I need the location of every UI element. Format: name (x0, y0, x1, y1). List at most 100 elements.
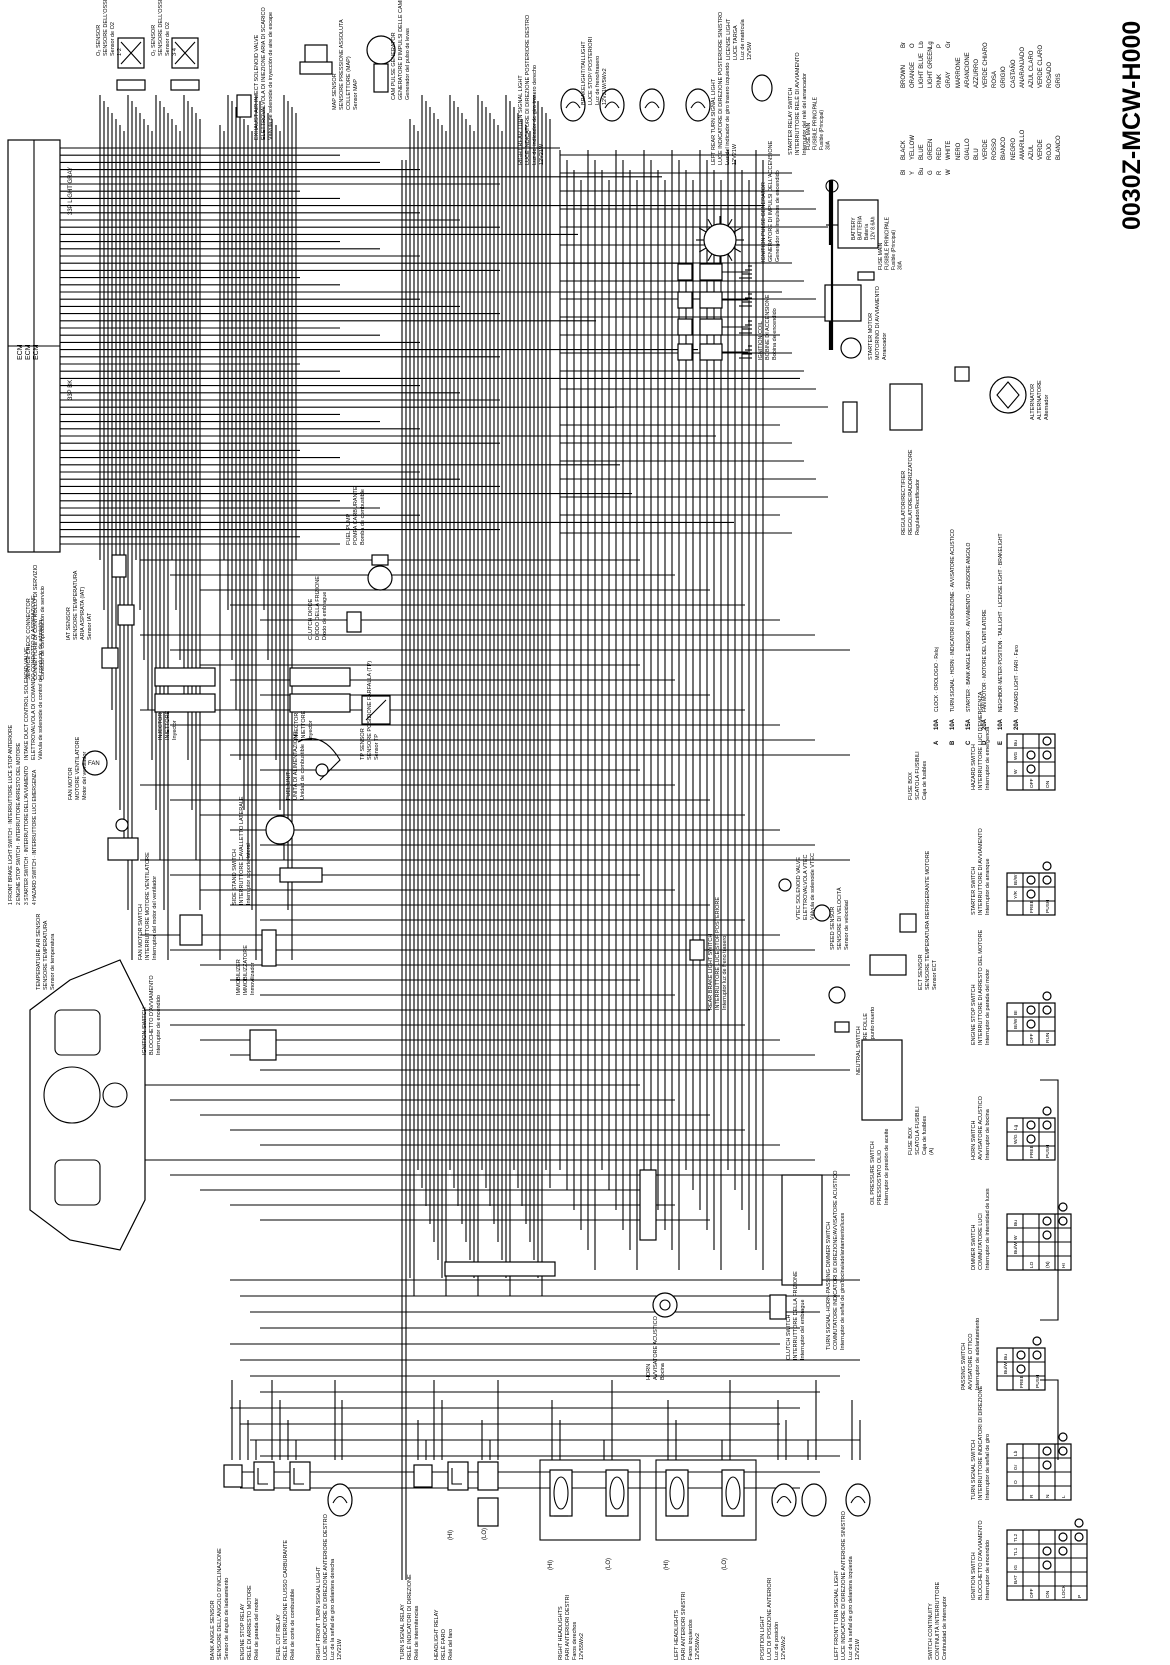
right-rear-turn-label-line-2: Luz del indicador de giro trasero derech… (532, 65, 538, 165)
right-front-turn-label-0: RIGHT FRONT TURN SIGNAL LIGHT (316, 1566, 322, 1660)
battery-label-line-0: BATTERY (851, 217, 857, 240)
color-key-a-code-2: Bu (919, 168, 925, 175)
color-key-b-code-5: Gr (946, 41, 952, 48)
brake-tail-label-line-2: Luz de freno/trasero (595, 56, 601, 105)
fuse-box-b-label-line-1: SCATOLA FUSIBILI (915, 1106, 921, 1155)
color-key-a-en-5: WHITE (946, 141, 952, 160)
ignition-coil-label-line-2: Bobina de encendido (772, 308, 778, 360)
headlight-relay-label-0: HEADLIGHT RELAY (434, 1609, 440, 1660)
ect-sensor-label-line-0: ECT SENSOR (918, 954, 924, 990)
turn-relay-label-1: RELÈ INDICATORI DI DIREZIONE (406, 1574, 413, 1660)
color-key-a-es-3: VERDE (1038, 139, 1044, 160)
right-rear-turn-label-line-0: RIGHT REAR TURN SIGNAL LIGHT (518, 75, 524, 165)
switch-state-4-1: (N) (1045, 1261, 1051, 1268)
ignition-pulse-label-line-0: IGNITION PULSE GENERATOR (761, 182, 767, 262)
switch-col-6-1: Gr (1013, 1464, 1019, 1470)
injector-b-label-line-0: INJECTOR (294, 713, 300, 740)
fuel-unit-label-line-1: UNITÀ DI ALIMENTAZIONE (292, 731, 299, 800)
position-light-label-0: POSITION LIGHT (760, 1615, 766, 1660)
starter-motor-label-line-2: Arrancador (882, 333, 888, 360)
side-note-2: 3 STARTER SWITCH · INTERRUTTORE DELL'AVV… (24, 766, 30, 905)
central-connector (444, 1169, 657, 1277)
right-headlight-label-0: RIGHT HEADLIGHTS (558, 1606, 564, 1660)
switch-name-5-0: PASSING SWITCH (961, 1343, 967, 1390)
map-sensor-label-line-0: MAP SENSOR (332, 73, 338, 110)
fuse-box-b-label-line-2: Caja de fusibles (922, 1116, 928, 1155)
temp-sensor-label-line-2: Sensor de temperatura (50, 933, 56, 990)
fuse-box-b-label-line-0: FUSE BOX (908, 1127, 914, 1155)
fan-motor-label-line-0: FAN MOTOR (68, 767, 74, 800)
side-note-0: 1 FRONT BRAKE LIGHT SWITCH · INTERRUTTOR… (8, 724, 14, 905)
ect-sensor-label-line-1: SENSORE TEMPERATURA REFRIGERANTE MOTORE (925, 850, 931, 990)
headlight-relay-label-2: Relé del faro (448, 1629, 454, 1660)
bank-angle-label-1: SENSORE DELL'ANGOLO D'INCLINAZIONE (217, 1548, 223, 1660)
switch-col-4-1: W (1013, 1235, 1019, 1240)
battery-label-line-3: 12V 8.6Ah (871, 216, 877, 240)
switch-state-6-1: N (1045, 1494, 1051, 1498)
switch-name-0-1: INTERRUTTORE LUCI D'EMERGENZA (978, 691, 984, 790)
ect-sensor-label-line-2: Sensor ECT (932, 959, 938, 990)
clutch-switch-label-line-1: INTERRUTTORE DELLA FRIZIONE (793, 1271, 799, 1360)
iat-sensor-label-line-1: SENSORE TEMPERATURA (73, 570, 79, 640)
switch-col-4-0: Bu/W (1013, 1242, 1019, 1254)
right-front-turn-label-1: LUCE INDICATORE DI DIREZIONE ANTERIORE D… (323, 1513, 329, 1660)
cam-pulse-label-line-0: CAM PULSE GENERATOR (391, 32, 397, 100)
right-front-turn-label-2: Luz de la señal de giro delantera derech… (330, 1558, 336, 1660)
battery-label-line-1: BATTERIA (858, 215, 864, 240)
fuse-main-a-label-line-0: FUSE MAIN (878, 242, 884, 270)
horn-label-line-0: HORN (646, 1364, 652, 1380)
switch-name-5-2: Interruptor de adelantamiento (975, 1318, 981, 1390)
left-front-turn-label-1: LUCE INDICATORE DI DIREZIONE ANTERIORE S… (841, 1510, 847, 1660)
switch-col-2-1: BI (1013, 1010, 1019, 1015)
fuse-main-b-label-line-3: 30A (826, 140, 832, 150)
color-key-a-code-1: Y (910, 171, 916, 175)
o2-sensor-b-label-line-0: O₂ SENSOR (151, 25, 157, 56)
fuel-pump-label-line-1: POMPA CARBURANTE (353, 486, 359, 545)
left-rear-turn-label-line-2: Luz del indicador de giro trasero izquie… (725, 63, 731, 165)
left-headlight-label-2: Faros izquierdos (688, 1619, 694, 1660)
speed-sensor-label-line-1: SENSORE DI VELOCITÀ (836, 887, 843, 950)
ignition-pulse-label-line-2: Generador de impulsos de encendido (775, 170, 781, 262)
regulator-label-line-1: REGOLATORE/RADDRIZZATORE (908, 449, 914, 535)
color-key-b-code-2: Lb (919, 41, 925, 48)
color-key-a-es-4: ROJO (1047, 143, 1053, 160)
fuse-row-amp-5: 20A (1014, 718, 1020, 730)
fuse-row-label-2: STARTER · BANK ANGLE SENSOR · AVVIAMENTO… (966, 542, 972, 712)
color-key-b-es-5: GRIS (1056, 73, 1062, 88)
color-key-a-it-4: ROSSO (992, 138, 998, 160)
switch-col-1-1: BI/W (1013, 874, 1019, 885)
temperature-gauge-sensor (107, 818, 139, 861)
o2-sensor-a-label-line-2: Sensor de O2 (110, 22, 116, 56)
side-note-3: 4 HAZARD SWITCH · INTERRUTTORE LUCI EMER… (32, 769, 38, 905)
ecm-connector-b: 33P BK (68, 380, 74, 400)
switch-col-3-0: W/G (1013, 1134, 1019, 1144)
color-key-b-it-5: GRIGIO (1001, 66, 1007, 88)
switch-col-7-3: TL2 (1013, 1533, 1019, 1542)
ecm-label-1: ECM (17, 344, 24, 360)
color-key-a-en-0: BLACK (901, 140, 907, 160)
injector-a-label-line-1: INIETTORE (165, 710, 171, 740)
turn-horn-switch-label-line-0: TURN SIGNAL·HORN·PASSING·DIMMER SWITCH (826, 1222, 832, 1350)
left-front-turn-label-3: 12V21W (855, 1638, 861, 1660)
color-key-a-es-0: NEGRO (1011, 138, 1017, 160)
ignition-pulse-label-line-1: GENERATORE DI IMPULSI DELL'ACCENSIONE (768, 140, 774, 262)
service-check-label-line-0: SERVICE CHECK CONNECTOR (26, 598, 32, 680)
exhaust-valve-label-line-0: EXHAUST AIR INJECT SOLENOID VALVE (254, 34, 260, 140)
color-key-a-it-3: VERDE (983, 139, 989, 160)
iat-sensor-label-line-3: Sensor IAT (87, 612, 93, 640)
fuse-row-id-1: B (950, 740, 956, 745)
